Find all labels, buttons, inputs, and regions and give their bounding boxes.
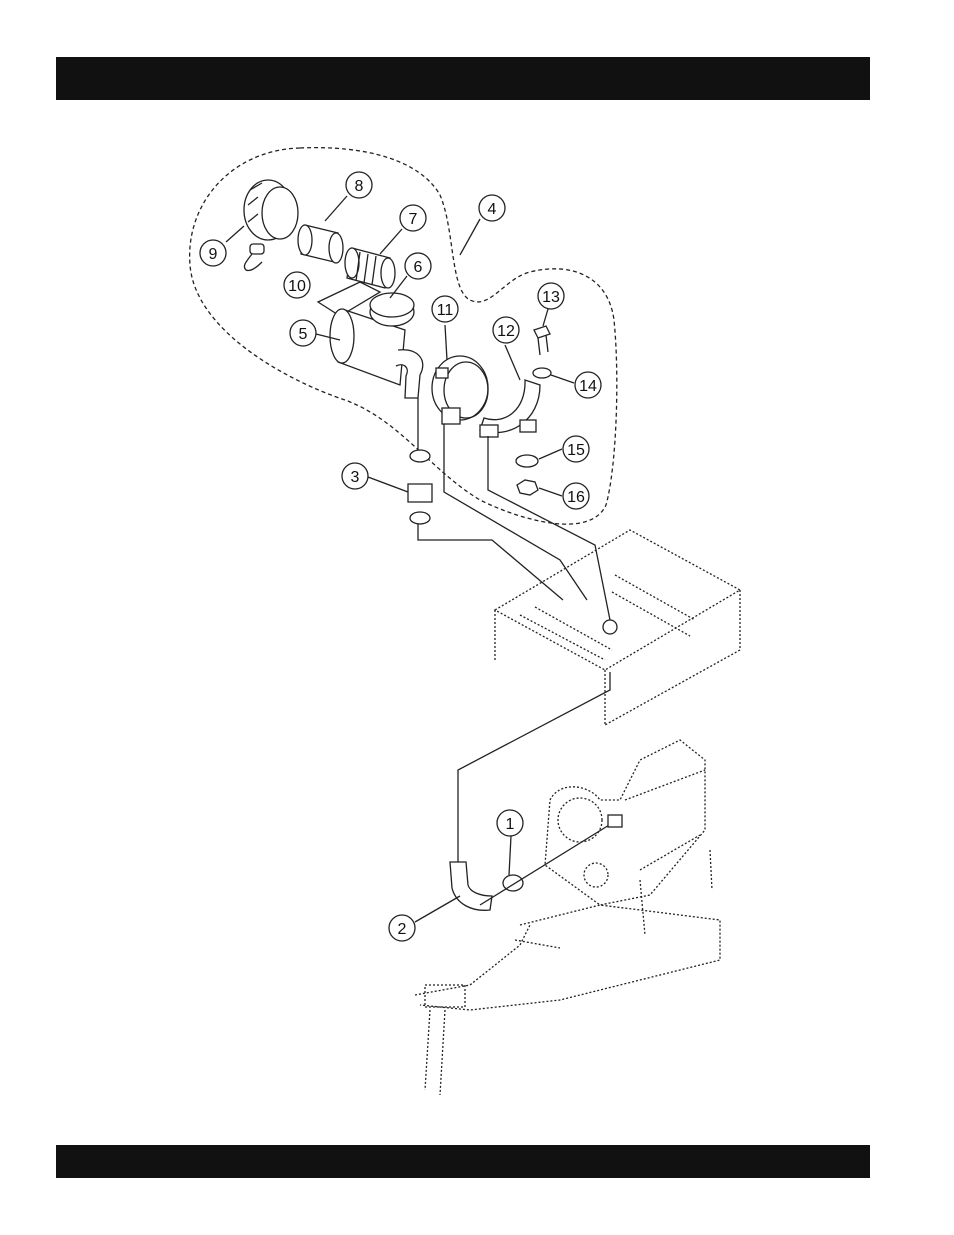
element-part — [345, 248, 395, 288]
callout-label-5: 5 — [299, 326, 308, 343]
hose-route-line — [458, 672, 610, 862]
callout-circles — [200, 172, 601, 941]
callout-label-10: 10 — [288, 278, 306, 295]
callout-label-13: 13 — [542, 289, 560, 306]
lock-washer-part — [516, 455, 538, 467]
callout-label-7: 7 — [409, 211, 418, 228]
callout-label-14: 14 — [579, 378, 597, 395]
leader-lines — [418, 398, 610, 620]
callout-label-6: 6 — [414, 259, 423, 276]
air-cleaner-body-part — [330, 293, 423, 398]
upper-hose-clamp — [410, 450, 430, 462]
band-12-part — [480, 380, 540, 437]
callout-label-9: 9 — [209, 246, 218, 263]
nut-part — [517, 480, 538, 495]
callout-label-4: 4 — [488, 201, 497, 218]
bolt-part — [534, 326, 550, 355]
cover-part — [244, 180, 298, 254]
safety-element-part — [298, 225, 343, 263]
hose-coupling-part — [408, 484, 432, 502]
callout-label-15: 15 — [567, 442, 585, 459]
band-11-part — [432, 356, 488, 424]
callout-label-2: 2 — [398, 921, 407, 938]
valve-part — [244, 254, 262, 271]
callout-label-8: 8 — [355, 178, 364, 195]
callout-label-16: 16 — [567, 489, 585, 506]
callout-label-3: 3 — [351, 469, 360, 486]
housing-inlet — [603, 620, 617, 634]
engine-trailer — [415, 740, 720, 1095]
callout-label-1: 1 — [506, 816, 515, 833]
callout-label-12: 12 — [497, 323, 515, 340]
engine-fitting — [608, 815, 622, 827]
elbow-hose-part — [450, 862, 492, 910]
lower-hose-clamp — [410, 512, 430, 524]
callout-label-11: 11 — [437, 302, 454, 319]
washer-part — [533, 368, 551, 378]
